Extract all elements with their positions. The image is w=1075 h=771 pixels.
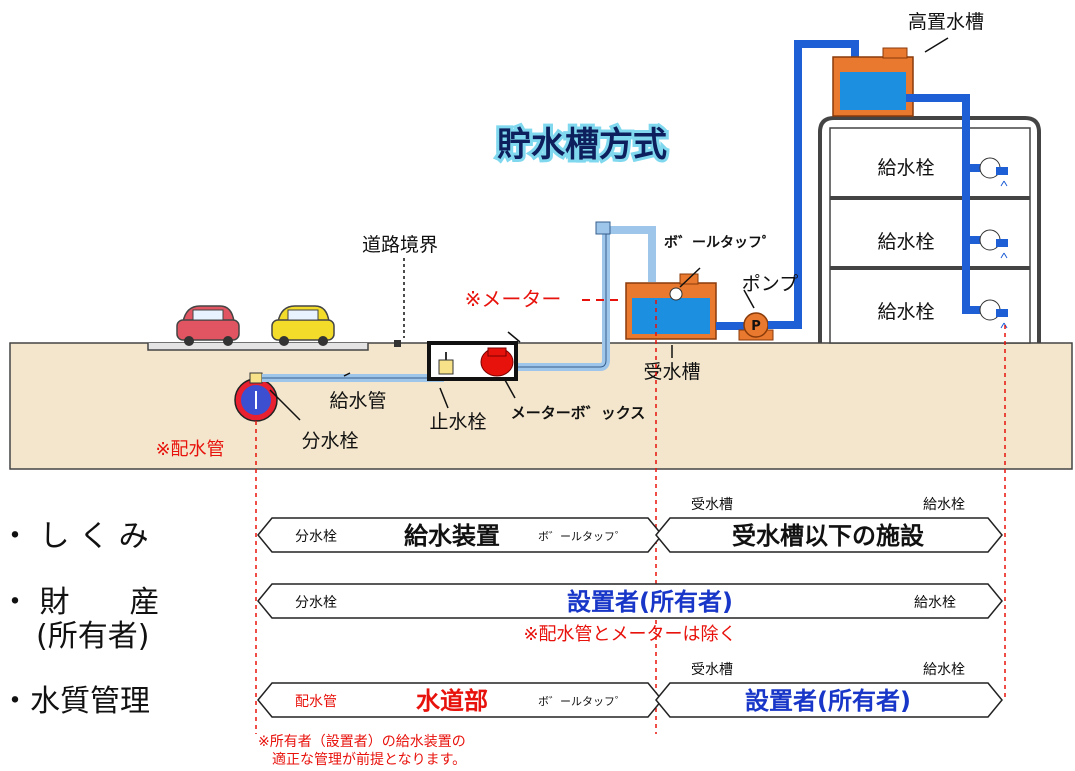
faucet-label-2f: 給水栓 [877, 231, 934, 253]
property-note: ※配水管とメーターは除く [523, 624, 736, 645]
meter-label: ※メーター [465, 287, 562, 311]
footnote-line-2: 適正な管理が前提となります。 [272, 751, 466, 768]
ball-tap-label: ボ゛ールタッフ゜ [664, 234, 776, 251]
downpipe [906, 94, 985, 314]
stop-valve-label: 止水栓 [429, 411, 486, 433]
road-surface [147, 343, 369, 351]
quality-above-right: 給水栓 [923, 662, 965, 678]
footnote-line-1: ※所有者（設置者）の給水装置の [258, 734, 466, 750]
road-boundary-marker [394, 340, 401, 347]
pump-icon [738, 312, 774, 341]
air-vent-cap [595, 221, 611, 235]
yellow-car-icon [271, 305, 335, 346]
pipe-to-tank [606, 226, 656, 282]
quality-left-main: 水道部 [416, 687, 488, 715]
property-main: 設置者(所有者) [567, 588, 733, 616]
quality-above-left: 受水槽 [691, 662, 733, 678]
quality-right-main: 設置者(所有者) [745, 687, 911, 715]
receiving-tank-label: 受水槽 [643, 361, 700, 383]
quality-left-end: ボ゛ールタッフ゜ [538, 695, 626, 708]
stop-valve-icon [438, 359, 454, 375]
red-car-icon [176, 305, 240, 346]
mechanism-right-main: 受水槽以下の施設 [732, 522, 925, 550]
row-heading-water-quality: ・水質管理 [0, 684, 150, 719]
diagram-title: 貯水槽方式 [497, 125, 667, 165]
quality-start-label: 配水管 [295, 694, 337, 710]
road-boundary-label: 道路境界 [362, 234, 438, 256]
mechanism-left-end: ボ゛ールタッフ゜ [538, 530, 626, 543]
pump-letter: P [751, 319, 761, 334]
property-arrow [257, 583, 1003, 619]
row-heading-mechanism: ・ し く み [0, 519, 149, 554]
faucet-icon [979, 157, 1008, 329]
faucet-label-3f: 給水栓 [877, 157, 934, 179]
building [818, 116, 1041, 343]
distribution-pipe-icon [234, 372, 278, 422]
elevated-tank-icon [832, 47, 914, 117]
row-heading-property: ・ 財 産 [0, 585, 160, 620]
elevated-tank-label: 高置水槽 [908, 11, 984, 33]
mechanism-start-label: 分水栓 [295, 529, 337, 545]
mechanism-above-right: 給水栓 [923, 497, 965, 513]
supply-pipe-label: 給水管 [329, 390, 386, 412]
mechanism-above-left: 受水槽 [691, 497, 733, 513]
receiving-tank-icon [625, 273, 717, 340]
property-start-label: 分水栓 [295, 595, 337, 611]
quality-right-arrow [655, 682, 1003, 718]
faucet-label-1f: 給水栓 [877, 301, 934, 323]
mechanism-right-arrow [655, 517, 1003, 553]
branch-valve-label: 分水栓 [301, 430, 358, 452]
range-guides [255, 300, 1006, 734]
meter-box-label: メーターボ゛ックス [511, 404, 646, 422]
distribution-pipe-label: ※配水管 [155, 439, 224, 460]
mechanism-left-main: 給水装置 [404, 522, 500, 550]
row-heading-property-sub: (所有者) [36, 619, 149, 654]
property-end-label: 給水栓 [914, 595, 956, 611]
rising-main [768, 40, 859, 329]
leader-lines [269, 37, 949, 421]
pump-label: ポンプ [742, 273, 798, 295]
